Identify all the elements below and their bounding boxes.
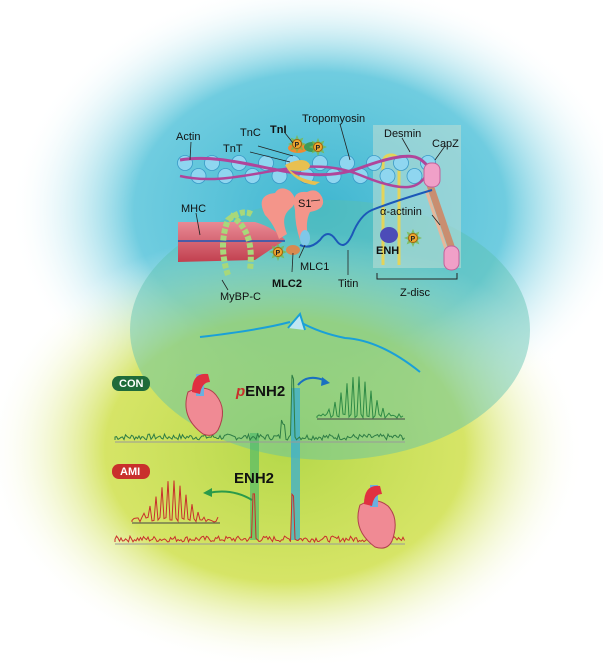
phospho-label: P: [295, 142, 300, 149]
penh2-prefix: p: [235, 383, 245, 400]
phosphorylation-site: P: [273, 247, 283, 257]
actin-monomer: [379, 168, 396, 184]
heart-con-icon: [185, 373, 223, 436]
con-spectrum: [114, 374, 405, 442]
phospho-badge-icon: [313, 142, 323, 152]
actin-monomer: [325, 168, 342, 184]
label-s1: S1: [298, 198, 311, 210]
titin: [299, 189, 433, 248]
actin-monomer: [217, 168, 234, 184]
phospho-badge-icon: [273, 247, 283, 257]
phospho-label: P: [411, 236, 416, 243]
penh2-text: ENH2: [245, 383, 285, 400]
myosin-heavy-chain: [178, 222, 285, 262]
actin-monomer: [190, 168, 207, 184]
phospho-label: P: [276, 250, 281, 257]
leader-lines: [189, 123, 446, 291]
penh2-arrowhead: [321, 377, 330, 386]
enh2-band: [250, 433, 259, 540]
tropomyosin-strand-2: [179, 165, 431, 189]
z-disc-box: Z-disc: [373, 125, 461, 299]
label-titin: Titin: [338, 278, 358, 290]
phospho-badge-icon: [408, 233, 418, 243]
phospho-badge-icon: [292, 139, 302, 149]
ami-spectrum: [114, 492, 405, 544]
mybp-c: [220, 209, 255, 276]
capz-lower: [443, 245, 460, 271]
actin-monomer: [312, 155, 328, 171]
capz: [423, 162, 441, 188]
label-tni: TnI: [270, 124, 287, 136]
phosphorylation-site: P: [313, 142, 323, 152]
label-capz: CapZ: [432, 138, 459, 150]
con-badge: CON: [112, 376, 150, 391]
con-badge-label: CON: [119, 378, 144, 390]
enh2-isotope-inset: [131, 480, 219, 523]
heart-ami-icon: [357, 485, 396, 549]
phospho-label: P: [316, 145, 321, 152]
enh2-arrowhead: [203, 488, 212, 497]
label-mybp-c: MyBP-C: [220, 291, 261, 303]
label-desmin: Desmin: [384, 128, 421, 140]
tropomyosin-strand: [179, 154, 431, 177]
myosin-s1-heads: [261, 188, 324, 255]
actin-monomer: [406, 168, 423, 184]
penh2-isotope-inset: [316, 376, 404, 420]
label-alpha-actinin: α-actinin: [380, 206, 422, 218]
label-enh: ENH: [376, 245, 399, 257]
label-tnc: TnC: [240, 127, 261, 139]
link-arrow: [199, 311, 421, 373]
enh2-label: ENH2: [234, 470, 274, 487]
troponin-t: [285, 160, 320, 185]
label-mhc: MHC: [181, 203, 206, 215]
penh2-label: pENH2: [235, 383, 285, 400]
ami-badge-label: AMI: [120, 466, 140, 478]
phospho-badge-layer: P P P P: [273, 139, 418, 257]
label-actin: Actin: [176, 131, 200, 143]
phosphorylation-site: P: [408, 233, 418, 243]
label-z-disc: Z-disc: [400, 287, 430, 299]
ami-badge: AMI: [112, 464, 150, 479]
label-mlc1: MLC1: [300, 261, 329, 273]
label-tnt: TnT: [223, 143, 243, 155]
label-tropomyosin: Tropomyosin: [302, 113, 365, 125]
phosphorylation-site: P: [292, 139, 302, 149]
alpha-actinin: [424, 183, 457, 256]
penh2-band: [291, 388, 300, 540]
label-mlc2: MLC2: [272, 278, 302, 290]
enh-protein: [380, 227, 398, 243]
